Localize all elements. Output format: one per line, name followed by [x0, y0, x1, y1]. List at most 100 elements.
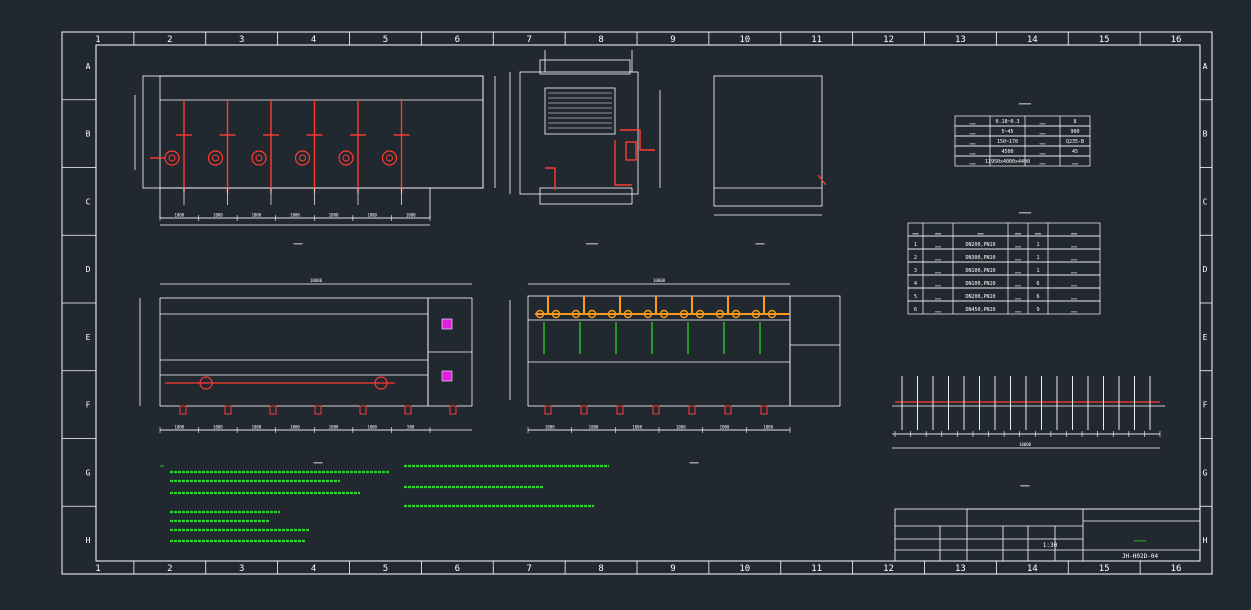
column-label-top: 12: [883, 35, 894, 45]
valve-flange: [767, 309, 777, 319]
valve-view-caption: ▁▁▁: [688, 458, 699, 464]
strip-overall-dim: 10000: [1019, 442, 1032, 447]
nozzle-cell: 6: [914, 307, 917, 313]
plan-dim-label: 1000: [367, 425, 377, 430]
front-dim-label: 1000: [252, 213, 262, 218]
plan-view-piping: [165, 376, 395, 390]
side-section-view: ▁▁▁▁: [509, 50, 661, 245]
nozzle-flange-inner: [386, 154, 393, 162]
param-cell: Q235-B: [1066, 139, 1084, 145]
section-leg: [544, 405, 552, 415]
nozzle-cell: ▁▁: [1070, 268, 1078, 274]
nozzle-cell: 5: [914, 294, 917, 300]
param-cell: 0.18~0.3: [995, 119, 1019, 125]
nozzle-flange: [164, 150, 180, 166]
plan-overall-dim: 10000: [310, 278, 323, 283]
section-leg: [652, 405, 660, 415]
param-row: [954, 155, 1091, 167]
drawing-number: JH-H02D-04: [1122, 553, 1159, 560]
section-dim-label: 1000: [720, 425, 730, 430]
nozzle-cell: ▁▁: [1014, 307, 1022, 313]
row-label-right: A: [1203, 62, 1208, 71]
column-label-top: 4: [311, 35, 316, 45]
section-leg: [724, 405, 732, 415]
valve-section-valves: [535, 296, 777, 415]
scale-value: 1:30: [1043, 542, 1058, 549]
nozzle-table-title: ▁▁▁▁: [1018, 208, 1032, 214]
nozzle-cell: ▁▁: [1070, 242, 1078, 248]
nozzle-row: [907, 300, 1101, 315]
valve-flange: [751, 309, 761, 319]
column-label-bottom: 13: [955, 564, 966, 574]
plan-dim-label: 1000: [213, 425, 223, 430]
nozzle-cell: ▁▁: [1014, 294, 1022, 300]
nozzle-cell: ▁▁: [1014, 242, 1022, 248]
column-label-top: 14: [1027, 35, 1038, 45]
end-view: ▁▁▁: [713, 75, 823, 245]
row-label-left: D: [86, 265, 91, 274]
row-label-left: G: [86, 468, 91, 477]
param-cell: ▁▁: [968, 119, 976, 125]
column-label-bottom: 15: [1099, 564, 1110, 574]
column-label-top: 6: [455, 35, 460, 45]
column-label-top: 7: [526, 35, 531, 45]
end-view-caption: ▁▁▁: [754, 239, 765, 245]
nozzle-cell: ▁▁: [934, 294, 942, 300]
plan-dim-label: 1000: [290, 425, 300, 430]
row-label-left: H: [86, 536, 91, 545]
param-cell: ▁▁: [968, 139, 976, 145]
plan-leg: [449, 405, 457, 415]
nozzle-cell: ▁▁: [1014, 255, 1022, 261]
valve-flange: [695, 309, 705, 319]
column-label-bottom: 3: [239, 564, 244, 574]
param-cell: 8: [1073, 119, 1076, 125]
param-cell: ▁▁: [1038, 149, 1046, 155]
front-dim-label: 1000: [329, 213, 339, 218]
nozzle-flange: [381, 150, 398, 166]
nozzle-cell: ▁▁: [1014, 229, 1022, 235]
nozzle-flange: [251, 150, 267, 166]
nozzle-cell: DN450,PN10: [965, 307, 995, 313]
section-dim-label: 1000: [545, 425, 555, 430]
column-label-bottom: 4: [311, 564, 316, 574]
row-label-left: B: [86, 130, 91, 139]
param-cell: 45: [1072, 149, 1078, 155]
column-label-top: 10: [739, 35, 750, 45]
nozzle-flange-inner: [212, 154, 219, 162]
nozzle-table: ▁▁▁▁ ▁▁▁▁▁▁▁▁▁▁▁▁1▁▁DN200,PN10▁▁1▁▁2▁▁DN…: [907, 208, 1101, 315]
row-label-left: C: [86, 197, 91, 206]
nozzle-cell: ▁▁: [976, 229, 984, 235]
valve-flange: [607, 309, 617, 319]
valve-flange: [715, 309, 725, 319]
nozzle-cell: DN100,PN10: [965, 281, 995, 287]
column-label-top: 11: [811, 35, 822, 45]
param-cell: ▁▁: [1038, 159, 1046, 165]
plan-dim-label: 1000: [329, 425, 339, 430]
title-block: [894, 508, 1201, 562]
side-section-piping: [545, 129, 655, 190]
nozzle-cell: DN100,PN10: [965, 268, 995, 274]
nozzle-cell: 1: [1036, 255, 1039, 261]
parameter-table-title: ▁▁▁▁: [1018, 99, 1032, 105]
plan-leg: [404, 405, 412, 415]
column-label-top: 8: [598, 35, 603, 45]
param-cell: 5~45: [1001, 129, 1013, 135]
nozzle-cell: 4: [914, 281, 917, 287]
valve-flange: [679, 309, 689, 319]
section-leg: [688, 405, 696, 415]
column-label-top: 16: [1171, 35, 1182, 45]
param-cell: ▁▁: [968, 129, 976, 135]
front-dim-label: 1000: [367, 213, 377, 218]
section-dim-label: 1000: [632, 425, 642, 430]
front-dim-label: 1000: [174, 213, 184, 218]
front-dim-label: 1000: [213, 213, 223, 218]
row-label-right: G: [1203, 468, 1208, 477]
column-label-top: 13: [955, 35, 966, 45]
nozzle-cell: 9: [1036, 307, 1039, 313]
nozzle-cell: 3: [914, 268, 917, 274]
plan-dim-label: 500: [407, 425, 415, 430]
valve-flange: [571, 309, 581, 319]
